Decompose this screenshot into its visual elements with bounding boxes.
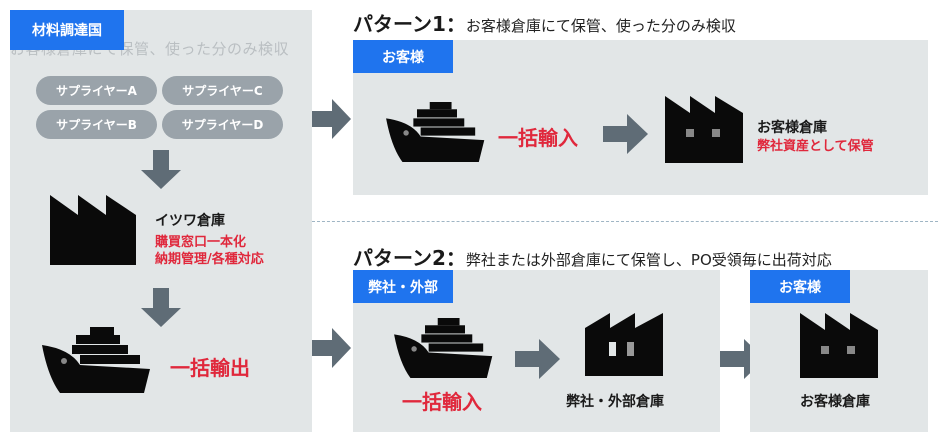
supplier-a-pill: サプライヤーA — [36, 76, 157, 105]
supplier-d-pill: サプライヤーD — [162, 110, 283, 139]
right-arrow-icon — [312, 98, 352, 140]
factory-icon — [584, 312, 664, 376]
supplier-c-pill: サプライヤーC — [162, 76, 283, 105]
factory-icon — [48, 193, 138, 265]
pattern2-title: パターン2 — [353, 246, 446, 270]
pattern1-description: お客様倉庫にて保管、使った分のみ検収 — [465, 17, 736, 35]
customer-warehouse-label: お客様倉庫 — [757, 120, 827, 136]
pattern1-heading: パターン1 ： お客様倉庫にて保管、使った分のみ検収 — [353, 8, 736, 37]
pattern1-colon: ： — [445, 12, 466, 36]
supplier-b-pill: サプライヤーB — [36, 110, 157, 139]
pattern2-customer-warehouse-label: お客様倉庫 — [800, 394, 870, 410]
cargo-ship-icon — [384, 102, 490, 162]
itsuwa-warehouse-label: イツワ倉庫 — [155, 213, 225, 229]
right-arrow-icon — [603, 113, 649, 155]
bulk-export-label: 一括輸出 — [170, 356, 250, 380]
customer-warehouse-note: 弊社資産として保管 — [757, 139, 874, 154]
pattern1-title: パターン1 — [353, 12, 446, 36]
company-external-warehouse-label: 弊社・外部倉庫 — [566, 394, 664, 410]
down-arrow-icon — [140, 150, 182, 190]
itsuwa-note-2: 納期管理/各種対応 — [155, 252, 264, 267]
cargo-ship-icon — [392, 318, 498, 378]
cargo-ship-icon — [40, 327, 156, 393]
itsuwa-note-1: 購買窓口一本化 — [155, 235, 247, 250]
pattern2-heading: パターン2 ： 弊社または外部倉庫にて保管し、PO受領毎に出荷対応 — [353, 242, 832, 271]
factory-icon — [799, 312, 879, 378]
down-arrow-icon — [140, 288, 182, 328]
pattern-divider — [312, 221, 938, 222]
pattern2-description: 弊社または外部倉庫にて保管し、PO受領毎に出荷対応 — [465, 251, 832, 269]
pattern2-colon: ： — [445, 246, 466, 270]
pattern2-company-tag: 弊社・外部 — [353, 270, 453, 303]
right-arrow-icon — [515, 338, 561, 380]
pattern1-customer-tag: お客様 — [353, 40, 453, 73]
factory-icon — [664, 95, 744, 163]
pattern2-customer-tag: お客様 — [750, 270, 850, 303]
right-arrow-icon — [312, 327, 352, 369]
pattern2-bulk-import-label: 一括輸入 — [402, 390, 482, 414]
procurement-country-tag: 材料調達国 — [10, 10, 124, 50]
pattern1-bulk-import-label: 一括輸入 — [498, 126, 578, 150]
